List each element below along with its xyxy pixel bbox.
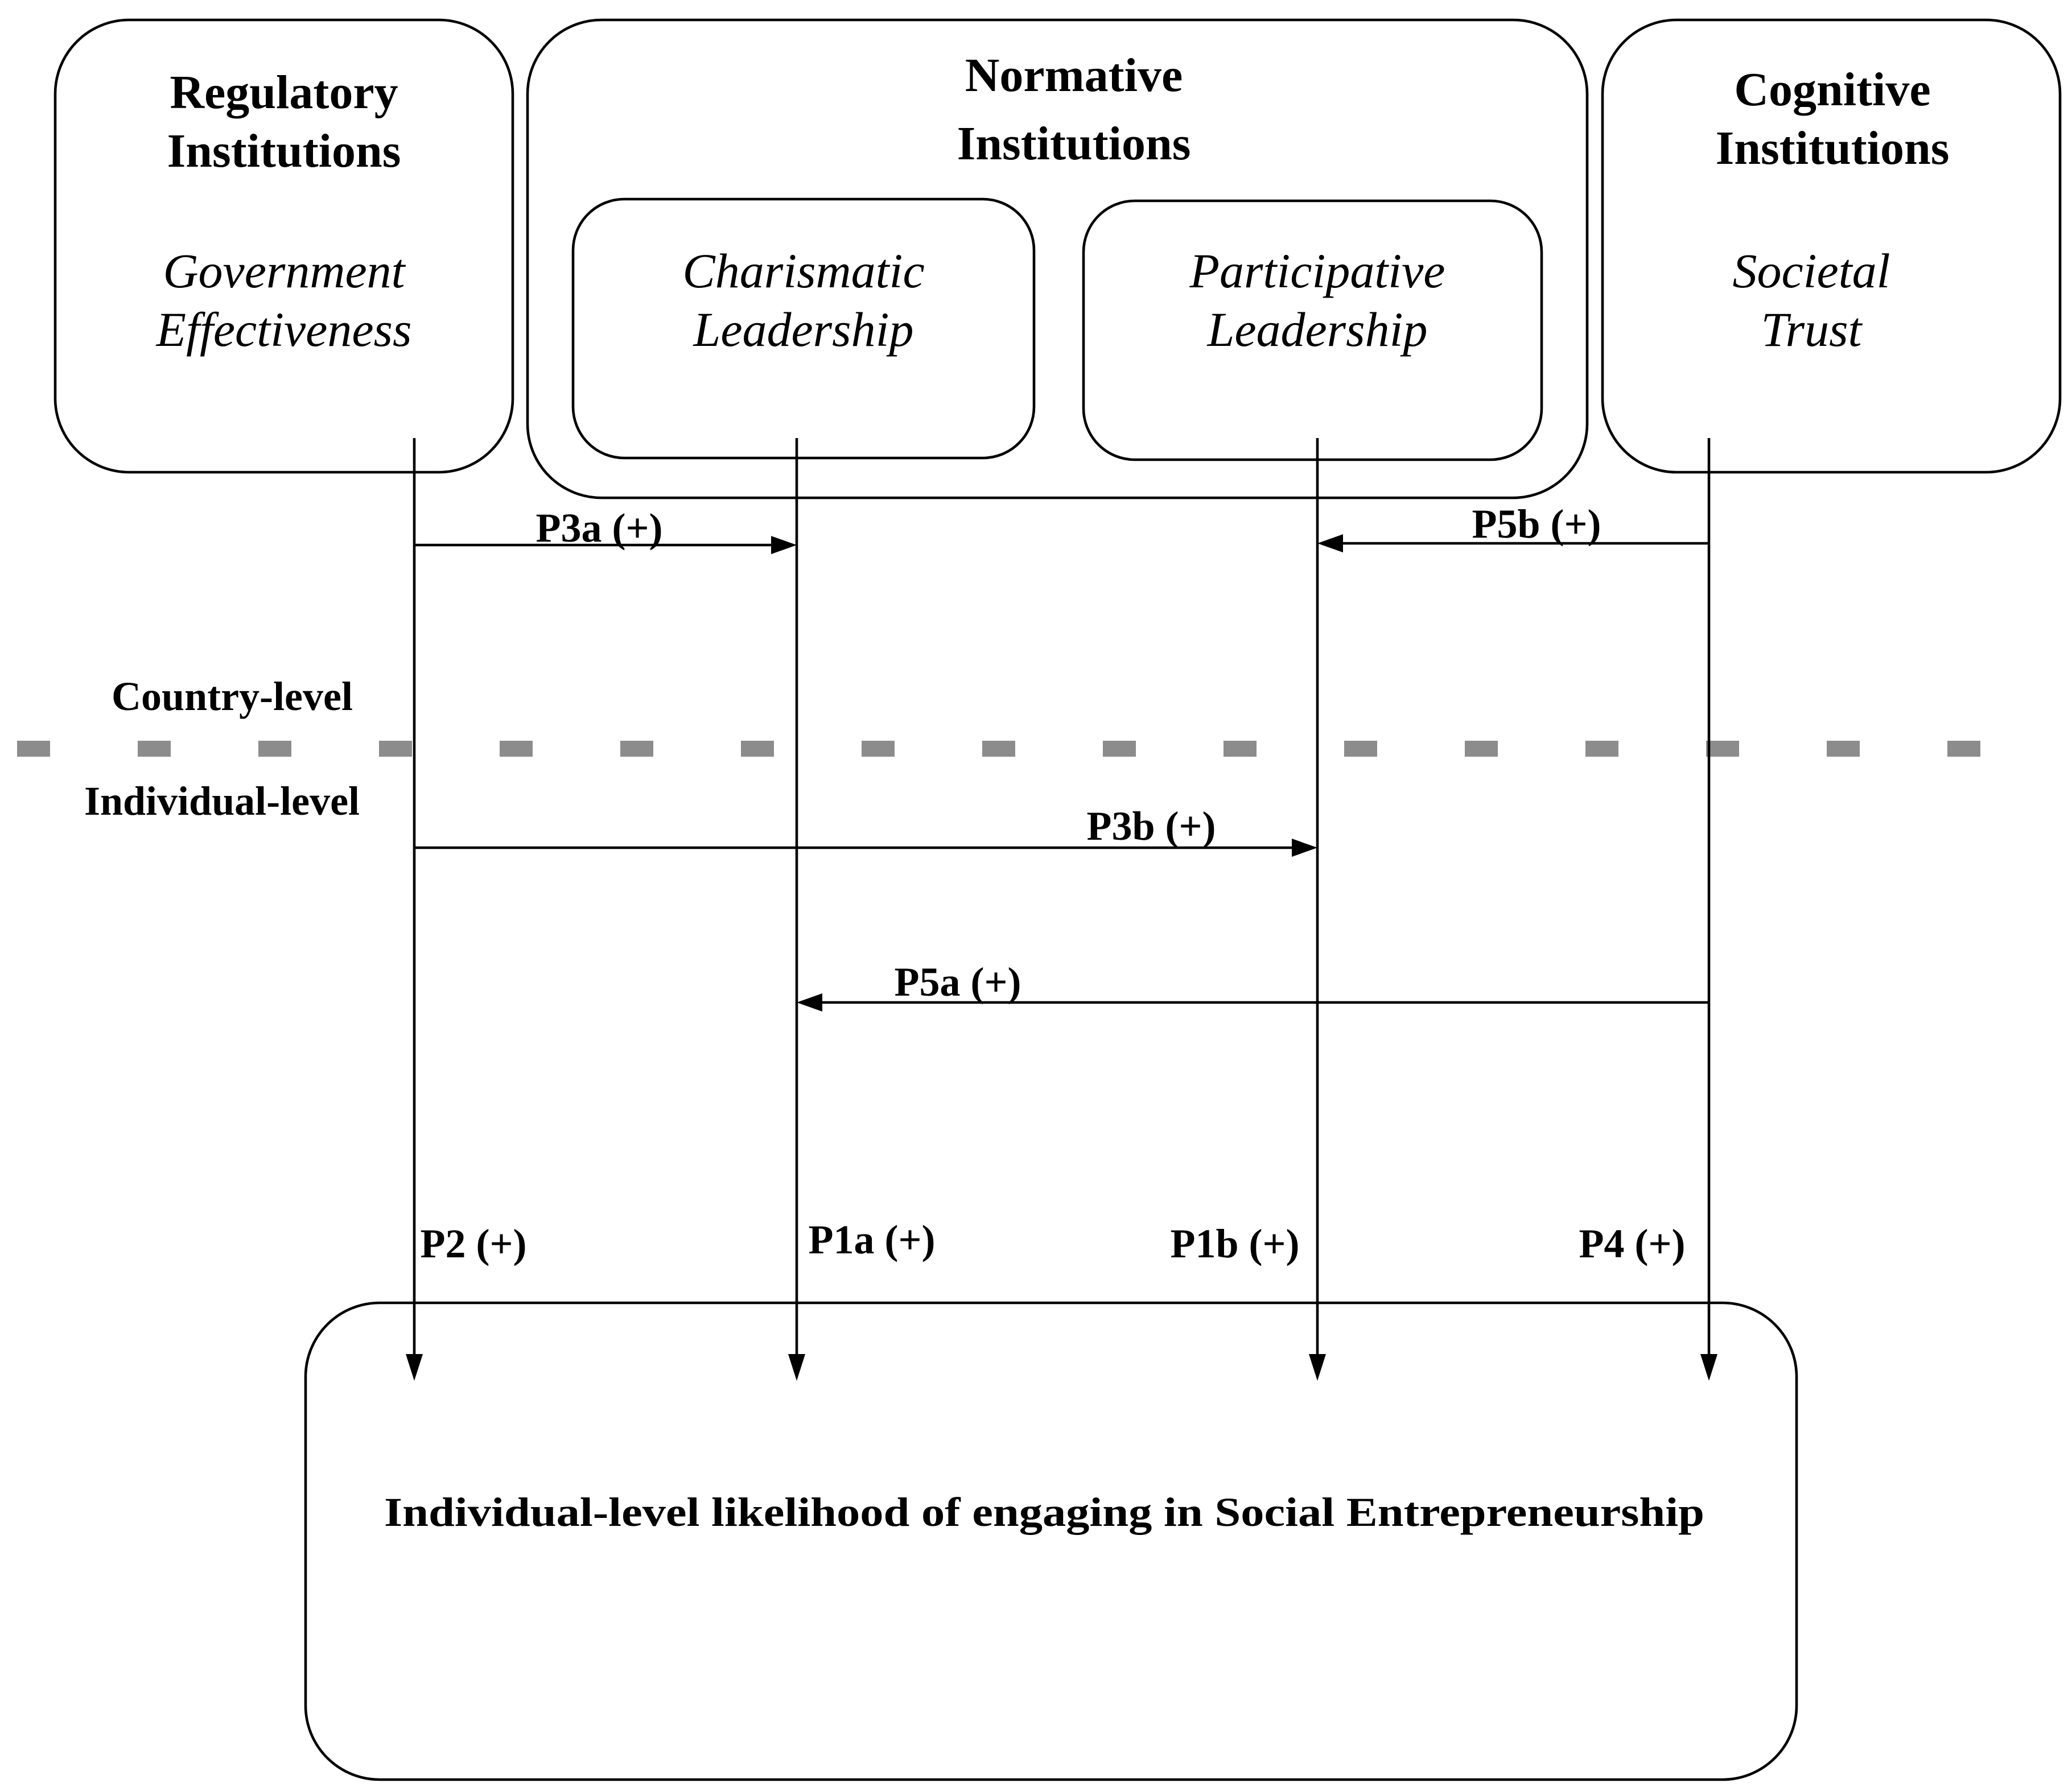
societal-trust-line1: Societal: [1732, 244, 1890, 298]
p3a-arrowhead: [771, 536, 797, 554]
outcome-label: Individual-level likelihood of engaging …: [384, 1489, 1704, 1535]
p4-label: P4 (+): [1579, 1221, 1686, 1266]
regulatory-title-line1: Regulatory: [170, 66, 398, 119]
participative-leadership-box: [1082, 199, 1543, 461]
p1b-arrowhead: [1309, 1354, 1326, 1381]
government-effectiveness-line2: Effectiveness: [155, 302, 412, 357]
cognitive-title-line1: Cognitive: [1734, 63, 1930, 116]
individual-level-label: Individual-level: [84, 778, 360, 824]
p2-label: P2 (+): [421, 1221, 527, 1266]
p1a-arrowhead: [788, 1354, 805, 1381]
p2-arrowhead: [406, 1354, 423, 1381]
p1b-label: P1b (+): [1170, 1221, 1299, 1266]
p3b-arrowhead: [1292, 839, 1317, 857]
charismatic-leadership-box: [571, 197, 1036, 460]
normative-title-line2: Institutions: [957, 117, 1191, 170]
p1a-label: P1a (+): [809, 1217, 936, 1262]
charismatic-leadership-line2: Leadership: [693, 302, 914, 357]
participative-leadership-line2: Leadership: [1206, 302, 1428, 357]
outcome-box: [304, 1301, 1798, 1781]
participative-leadership-line1: Participative: [1189, 244, 1445, 298]
regulatory-institutions-box: [53, 18, 514, 474]
p3b-label: P3b (+): [1086, 803, 1216, 849]
country-level-label: Country-level: [112, 674, 353, 719]
p4-arrowhead: [1700, 1354, 1717, 1381]
p5a-arrowhead: [797, 993, 822, 1012]
government-effectiveness-line1: Government: [163, 244, 406, 298]
p3a-label: P3a (+): [536, 505, 663, 551]
societal-trust-line2: Trust: [1761, 302, 1863, 357]
p5b-arrowhead: [1317, 534, 1343, 552]
charismatic-leadership-line1: Charismatic: [682, 244, 924, 298]
cognitive-title-line2: Institutions: [1716, 122, 1950, 175]
cognitive-institutions-box: [1601, 18, 2062, 474]
normative-title-line1: Normative: [965, 49, 1183, 102]
regulatory-title-line2: Institutions: [167, 125, 401, 178]
p5b-label: P5b (+): [1472, 501, 1601, 547]
p5a-label: P5a (+): [895, 959, 1021, 1005]
